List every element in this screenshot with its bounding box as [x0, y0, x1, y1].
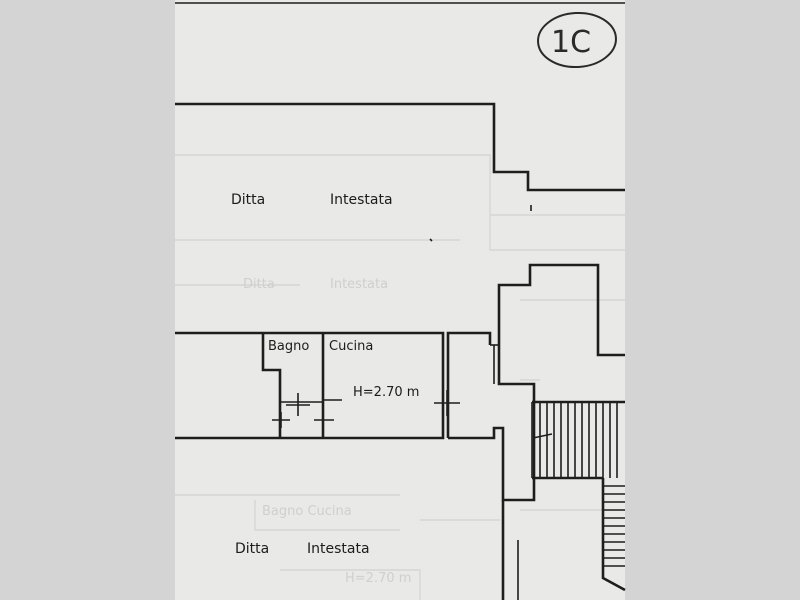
stamp-text: 1C	[551, 25, 591, 60]
top-owner-label-intestata: Intestata	[330, 192, 393, 208]
bathroom-floor-mark	[272, 412, 290, 428]
top-owner-label-ditta: Ditta	[231, 192, 265, 208]
kitchen-door-mark	[314, 412, 334, 428]
right-block-wall	[497, 263, 625, 502]
svg-text:Ditta: Ditta	[243, 277, 275, 292]
staircase	[531, 400, 626, 592]
stair-door-swing	[532, 433, 553, 439]
kitchen-label: Cucina	[329, 339, 373, 354]
ceiling-height-label: H=2.70 m	[353, 385, 419, 400]
apartment-outer-wall	[175, 331, 445, 440]
show-through-lines	[175, 154, 625, 600]
bottom-owner-label-intestata: Intestata	[307, 541, 370, 557]
stamp-circle	[537, 11, 617, 69]
bottom-owner-label-ditta: Ditta	[235, 541, 269, 557]
svg-text:Bagno Cucina: Bagno Cucina	[262, 504, 352, 519]
top-block-wall	[175, 102, 625, 192]
corridor-bottom-wall	[448, 426, 505, 440]
bathroom-left-wall	[261, 333, 282, 438]
svg-text:Intestata: Intestata	[330, 277, 388, 292]
show-through-text: Ditta Intestata Bagno Cucina H=2.70 m	[243, 277, 411, 586]
bathroom-door-mark	[286, 393, 310, 416]
corridor-door-mark	[434, 390, 460, 416]
speck-mark	[429, 238, 433, 242]
corridor-left-wall	[446, 331, 492, 438]
svg-text:H=2.70 m: H=2.70 m	[345, 571, 411, 586]
bathroom-label: Bagno	[268, 339, 309, 354]
